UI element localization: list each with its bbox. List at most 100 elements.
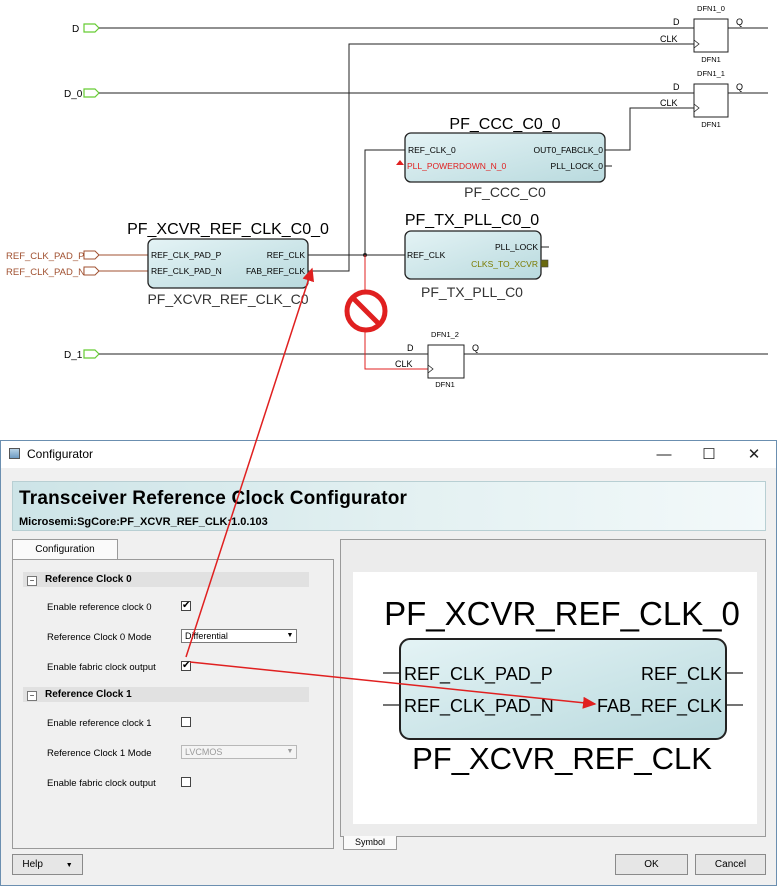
symbol-body xyxy=(399,638,727,740)
symbol-svg: PF_XCVR_REF_CLK_0 REF_CLK_PAD_P REF_CLK_… xyxy=(383,595,743,776)
enable-fabric-clock-0-label: Enable fabric clock output xyxy=(47,662,156,673)
title-bar[interactable]: Configurator — ☐ ✕ xyxy=(1,441,776,468)
ccc-pin-pll-lock: PLL_LOCK_0 xyxy=(551,161,604,171)
dff-clk-label: CLK xyxy=(660,34,678,44)
port-d1-label: D_1 xyxy=(64,350,83,361)
schematic-canvas[interactable]: D D_0 D_1 REF_CLK_PAD_P REF_CLK_PAD_N DF… xyxy=(0,0,779,440)
dff-body xyxy=(693,83,729,118)
ccc-title: PF_CCC_C0_0 xyxy=(449,116,560,133)
dff-block-1[interactable]: DFN1_1 D Q CLK DFN1 xyxy=(660,69,743,129)
dff-clk-label: CLK xyxy=(660,98,678,108)
pad-p-label: REF_CLK_PAD_P xyxy=(6,251,85,262)
group-title: Reference Clock 0 xyxy=(45,574,132,585)
enable-fabric-clock-1-checkbox[interactable] xyxy=(181,777,191,787)
close-button[interactable]: ✕ xyxy=(747,446,761,463)
dff-clk-label: CLK xyxy=(395,359,413,369)
txpll-body xyxy=(404,230,542,280)
symbol-panel: PF_XCVR_REF_CLK_0 REF_CLK_PAD_P REF_CLK_… xyxy=(340,539,766,837)
ref-clock-0-mode-select[interactable]: Differential ▼ xyxy=(181,629,297,643)
clock-pin-icon xyxy=(693,103,700,113)
txpll-title: PF_TX_PLL_C0_0 xyxy=(405,212,539,229)
group-reference-clock-1[interactable]: −Reference Clock 1 xyxy=(23,687,309,702)
tab-symbol[interactable]: Symbol xyxy=(343,836,397,850)
port-d1[interactable]: D_1 xyxy=(64,349,100,361)
port-ref-clk-pad-p[interactable]: REF_CLK_PAD_P xyxy=(6,250,100,262)
app-icon xyxy=(9,448,20,459)
port-d[interactable]: D xyxy=(72,23,100,35)
net-ccc-out xyxy=(605,107,694,151)
clock-pin-icon xyxy=(427,364,434,374)
dff-title: DFN1_0 xyxy=(697,4,725,13)
xref-block[interactable]: PF_XCVR_REF_CLK_C0_0 REF_CLK_PAD_P REF_C… xyxy=(127,221,329,307)
pad-n-label: REF_CLK_PAD_N xyxy=(6,267,85,278)
net-ref-clk-to-ccc xyxy=(364,149,405,255)
symbol-pin-ref-clk: REF_CLK xyxy=(641,664,722,685)
port-d0-label: D_0 xyxy=(64,89,83,100)
port-arrow-icon xyxy=(83,23,100,33)
group-reference-clock-0[interactable]: −Reference Clock 0 xyxy=(23,572,309,587)
dff-d-label: D xyxy=(673,82,680,92)
symbol-title: PF_XCVR_REF_CLK_0 xyxy=(384,595,740,632)
port-ref-clk-pad-n[interactable]: REF_CLK_PAD_N xyxy=(6,266,100,278)
txpll-pin-ref-clk: REF_CLK xyxy=(407,250,446,260)
port-arrow-icon xyxy=(83,266,100,276)
dff-sub: DFN1 xyxy=(701,120,721,129)
minimize-button[interactable]: — xyxy=(656,446,672,463)
ok-button[interactable]: OK xyxy=(615,854,688,875)
ref-clock-1-mode-label: Reference Clock 1 Mode xyxy=(47,748,152,759)
ccc-pin-powerdown: PLL_POWERDOWN_N_0 xyxy=(407,161,506,171)
dff-sub: DFN1 xyxy=(701,55,721,64)
symbol-subtitle: PF_XCVR_REF_CLK xyxy=(412,741,712,776)
dff-body xyxy=(427,344,465,379)
collapse-icon[interactable]: − xyxy=(27,691,37,701)
xref-pin-fab-ref-clk: FAB_REF_CLK xyxy=(246,266,305,276)
cancel-button[interactable]: Cancel xyxy=(695,854,766,875)
bus-pin-icon xyxy=(540,259,549,268)
xref-body xyxy=(147,238,309,289)
window-title: Configurator xyxy=(27,447,94,461)
warning-arrow-icon xyxy=(396,160,404,165)
txpll-block[interactable]: PF_TX_PLL_C0_0 REF_CLK PLL_LOCK CLKS_TO_… xyxy=(404,212,549,300)
prohibited-icon xyxy=(344,289,388,333)
dff-q-label: Q xyxy=(472,343,479,353)
enable-ref-clock-1-checkbox[interactable] xyxy=(181,717,191,727)
selected-value: Differential xyxy=(185,631,228,641)
net-fab-ref-clk xyxy=(308,43,694,272)
xref-subtitle: PF_XCVR_REF_CLK_C0 xyxy=(147,291,308,307)
port-d0[interactable]: D_0 xyxy=(64,88,100,100)
dff-block-2[interactable]: DFN1_2 D Q CLK DFN1 xyxy=(395,330,479,389)
port-d-label: D xyxy=(72,24,79,35)
configurator-title: Transceiver Reference Clock Configurator xyxy=(19,488,408,509)
tab-configuration[interactable]: Configuration xyxy=(12,539,118,559)
collapse-icon[interactable]: − xyxy=(27,576,37,586)
ref-clock-0-mode-label: Reference Clock 0 Mode xyxy=(47,632,152,643)
port-arrow-icon xyxy=(83,88,100,98)
ref-clock-1-mode-select[interactable]: LVCMOS ▼ xyxy=(181,745,297,759)
ccc-block[interactable]: PF_CCC_C0_0 REF_CLK_0 PLL_POWERDOWN_N_0 … xyxy=(396,116,606,200)
xref-pin-ref-clk: REF_CLK xyxy=(267,250,306,260)
selected-value: LVCMOS xyxy=(185,747,223,757)
ccc-subtitle: PF_CCC_C0 xyxy=(464,184,546,200)
enable-ref-clock-0-checkbox[interactable]: ✔ xyxy=(181,600,191,611)
configurator-window[interactable]: Configurator — ☐ ✕ Transceiver Reference… xyxy=(0,440,777,886)
dropdown-arrow-icon: ▼ xyxy=(286,748,294,755)
enable-fabric-clock-1-label: Enable fabric clock output xyxy=(47,778,156,789)
txpll-pin-pll-lock: PLL_LOCK xyxy=(495,242,538,252)
port-arrow-icon xyxy=(83,349,100,359)
maximize-button[interactable]: ☐ xyxy=(702,446,716,463)
clock-pin-icon xyxy=(693,39,700,49)
symbol-pin-fab-ref-clk: FAB_REF_CLK xyxy=(597,696,722,717)
enable-ref-clock-0-label: Enable reference clock 0 xyxy=(47,602,152,613)
txpll-subtitle: PF_TX_PLL_C0 xyxy=(421,284,523,300)
help-button[interactable]: Help ▼ xyxy=(12,854,83,875)
group-title: Reference Clock 1 xyxy=(45,689,132,700)
dff-title: DFN1_1 xyxy=(697,69,725,78)
txpll-pin-clks-to-xcvr: CLKS_TO_XCVR xyxy=(471,259,538,269)
symbol-pin-pad-n: REF_CLK_PAD_N xyxy=(404,696,554,717)
ccc-body xyxy=(404,132,606,183)
xref-pin-pad-n: REF_CLK_PAD_N xyxy=(151,266,222,276)
core-version: Microsemi:SgCore:PF_XCVR_REF_CLK:1.0.103 xyxy=(19,516,268,528)
enable-fabric-clock-0-checkbox[interactable]: ✔ xyxy=(181,660,191,671)
dff-d-label: D xyxy=(673,17,680,27)
dff-block-0[interactable]: DFN1_0 D Q CLK DFN1 xyxy=(660,4,743,64)
